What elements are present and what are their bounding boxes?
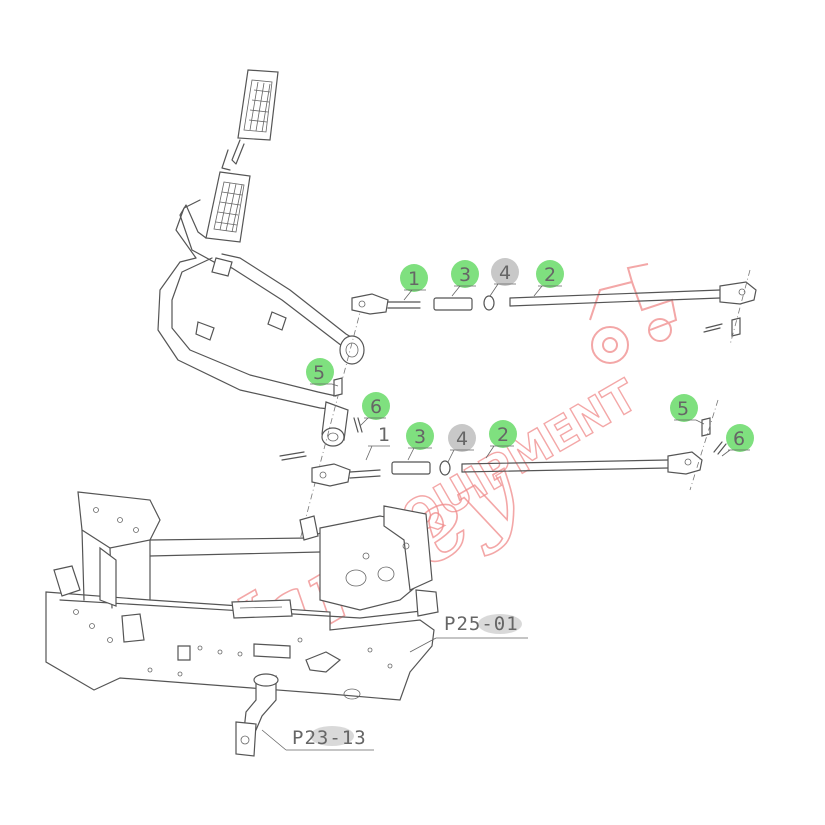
callout-lower-1: 1 <box>365 424 390 461</box>
callout-upper-1: 1 <box>400 264 428 301</box>
lower-sleeve-3 <box>391 461 431 475</box>
ref-text-pivot: P23-13 <box>292 727 367 749</box>
lower-nut-4 <box>439 460 451 476</box>
upper-clevis-1 <box>351 293 421 315</box>
upper-clevis-right <box>719 281 757 305</box>
pedal-pad-lower <box>205 171 251 243</box>
left-cotter-6 <box>353 417 363 433</box>
pivot-shaft <box>235 673 279 757</box>
ref-label-pivot: P23-13 <box>261 726 374 751</box>
callout-left-6-text: 6 <box>370 396 382 418</box>
pedal-pad-upper <box>237 69 279 141</box>
right-pin-5 <box>701 417 711 437</box>
pedal-assembly <box>157 69 365 541</box>
lower-clevis-right <box>667 451 703 475</box>
callout-left-5-text: 5 <box>313 362 325 384</box>
callout-upper-2-text: 2 <box>544 264 556 286</box>
ref-text-frame: P25-01 <box>444 613 519 635</box>
pedal-pivot-boss-upper <box>339 335 365 365</box>
callout-left-6: 6 <box>359 392 390 427</box>
frame-assembly <box>45 491 439 701</box>
callout-lower-2: 2 <box>485 420 517 459</box>
lower-rod-assembly <box>279 377 727 491</box>
right-cotter-6 <box>713 441 727 455</box>
lower-left-cotter-pin <box>279 451 307 461</box>
lower-clevis-1 <box>311 463 381 487</box>
callout-lower-4-text: 4 <box>456 428 468 450</box>
ref-label-frame: P25-01 <box>409 613 528 653</box>
lower-rod-2 <box>461 459 669 473</box>
callout-left-5: 5 <box>306 358 339 387</box>
callout-upper-2: 2 <box>533 260 564 297</box>
callout-lower-1-text: 1 <box>378 424 390 446</box>
upper-right-cotter-pin <box>703 323 723 333</box>
callout-upper-3-text: 3 <box>459 264 471 286</box>
pedal-pivot-boss-lower <box>321 401 349 447</box>
callout-upper-1-text: 1 <box>408 268 420 290</box>
left-pin-5 <box>333 377 343 397</box>
upper-nut-4 <box>483 295 495 311</box>
callout-right-6: 6 <box>721 424 754 457</box>
callout-upper-4: 4 <box>489 258 519 297</box>
callout-right-6-text: 6 <box>733 428 745 450</box>
upper-rod-2 <box>509 289 721 307</box>
callout-upper-4-text: 4 <box>499 262 511 284</box>
callout-right-5: 5 <box>670 394 705 425</box>
callout-upper-3: 3 <box>451 260 479 297</box>
callout-right-5-text: 5 <box>677 398 689 420</box>
callout-lower-4: 4 <box>447 424 476 463</box>
callout-lower-3: 3 <box>406 422 434 461</box>
tractor-icon <box>589 263 678 364</box>
upper-right-pin <box>731 317 741 337</box>
upper-rod-assembly <box>351 269 757 346</box>
upper-sleeve-3 <box>433 297 473 311</box>
callout-lower-3-text: 3 <box>414 426 426 448</box>
callout-lower-2-text: 2 <box>497 424 509 446</box>
